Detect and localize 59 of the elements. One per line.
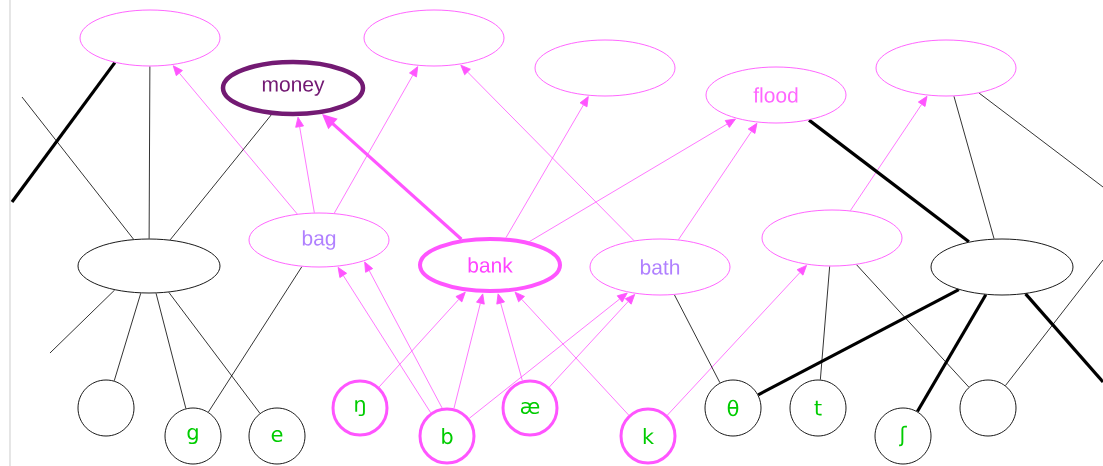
circle-node: g — [164, 407, 222, 465]
circle-node: k — [619, 407, 677, 465]
ellipse-node: money — [220, 59, 366, 117]
empty-ellipse — [79, 9, 221, 67]
arrow — [172, 65, 298, 215]
arrow — [529, 118, 736, 242]
arrow — [337, 267, 432, 414]
ellipse-node: flood — [705, 66, 847, 124]
arrow — [667, 265, 807, 416]
connector-line — [819, 266, 831, 381]
circle-node: θ — [704, 379, 762, 437]
empty-ellipse — [77, 238, 221, 294]
circle-node: b — [418, 407, 476, 465]
arrow — [295, 116, 315, 213]
connector-line — [155, 292, 187, 409]
arrow — [333, 66, 419, 214]
ellipse-node: bath — [589, 238, 731, 296]
connector-line — [808, 118, 970, 244]
connector-line — [113, 292, 142, 382]
arrow — [460, 64, 635, 241]
connector-line — [21, 96, 134, 240]
connector-line — [978, 92, 1103, 188]
empty-ellipse — [761, 209, 903, 267]
arrow — [378, 291, 466, 388]
connector-line — [1005, 259, 1103, 386]
connector-line — [674, 294, 721, 384]
connector-line — [169, 114, 272, 241]
ellipse-node: bag — [248, 212, 390, 268]
circle-node: e — [248, 407, 306, 465]
arrow — [364, 261, 443, 409]
arrow — [453, 293, 485, 409]
circle-node: ŋ — [331, 379, 389, 437]
connector-line — [757, 288, 960, 397]
circle-node: t — [789, 379, 847, 437]
arrow — [468, 292, 628, 419]
connector-line — [10, 61, 117, 203]
ellipse-node: bank — [418, 237, 562, 293]
arrow — [850, 95, 928, 211]
arrow — [514, 291, 630, 416]
connector-line — [49, 289, 116, 354]
connector-line — [953, 95, 995, 240]
connector-line — [856, 264, 970, 388]
circle-node: æ — [501, 379, 559, 437]
connector-line — [916, 293, 988, 413]
empty-ellipse — [363, 9, 505, 67]
empty-ellipse — [875, 39, 1017, 97]
arrow — [505, 96, 589, 239]
connector-line — [208, 266, 303, 413]
empty-circle — [77, 379, 135, 437]
connector-line — [168, 291, 261, 414]
connector-line — [148, 66, 151, 239]
empty-ellipse — [534, 39, 676, 97]
circle-node: ʃ — [874, 407, 932, 465]
arrow — [496, 293, 523, 381]
arrow — [678, 122, 758, 240]
arrow — [548, 294, 636, 388]
connector-line — [1024, 292, 1103, 384]
empty-ellipse — [930, 238, 1074, 296]
empty-circle — [959, 379, 1017, 437]
